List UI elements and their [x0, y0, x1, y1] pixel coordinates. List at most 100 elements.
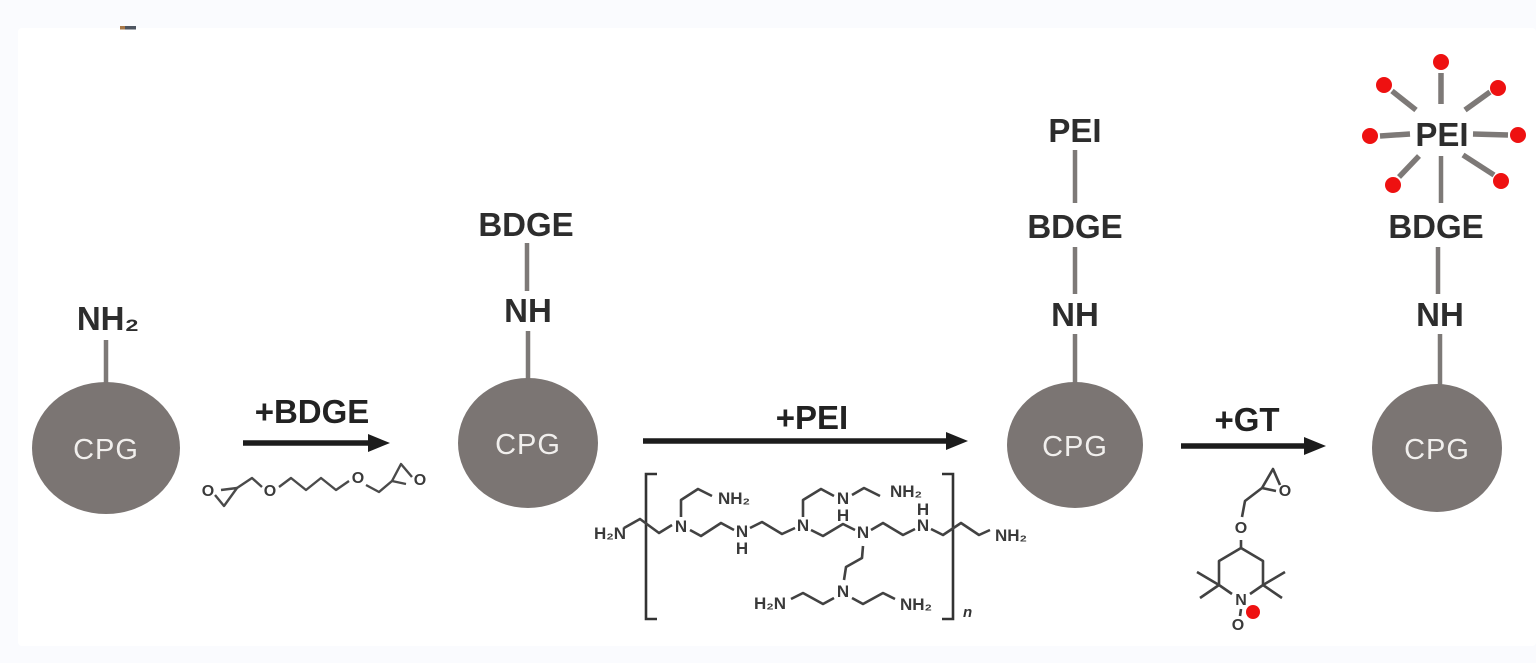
stage-1: NH₂ CPG: [32, 300, 180, 514]
stage4-pei-label: PEI: [1415, 116, 1468, 153]
pei-top-amine-label: NH₂: [890, 482, 922, 501]
bdge-epoxide-left: [214, 486, 239, 508]
gt-methyl-groups: [1196, 570, 1286, 600]
pei-radical-dot: [1376, 77, 1392, 93]
gt-n-o-bond: [1238, 608, 1243, 617]
pei-radical-spoke: [1379, 131, 1411, 139]
cpg-sphere-3: [1007, 382, 1143, 508]
arrow2-label: +PEI: [776, 399, 848, 436]
pei-radical-dot: [1493, 173, 1509, 189]
pei-nhright-h-label: H: [917, 500, 929, 519]
gt-n-label: N: [1235, 592, 1247, 609]
pei-radical-spoke: [1397, 154, 1421, 179]
pei-n5-label: N: [837, 582, 849, 601]
cpg-sphere-1: [32, 382, 180, 514]
bdge-o2-label: O: [264, 483, 276, 500]
pei-bottom-left-amine-label: H₂N: [754, 594, 786, 613]
pei-repeat-subscript: n: [963, 604, 972, 621]
reaction-arrow-3: +GT: [1181, 401, 1326, 455]
pei-chain-seg1: [623, 517, 673, 535]
stage3-pei-label: PEI: [1048, 112, 1101, 149]
pei-bottom-left-chain: [790, 591, 835, 606]
gt-epoxide-o-label: O: [1279, 483, 1291, 500]
pei-radical-star: [1362, 54, 1526, 193]
gt-ether-o-label: O: [1235, 520, 1247, 537]
pei-chain-seg6: [930, 521, 991, 537]
pei-radical-dot: [1385, 177, 1401, 193]
pei-bracket-left: [644, 472, 657, 621]
pei-radical-spoke: [1472, 131, 1509, 138]
pei-radical-dot: [1362, 128, 1378, 144]
bdge-ch2-right: [365, 480, 393, 494]
pei-chain-seg4: [810, 522, 856, 538]
gt-radical-o-label: O: [1232, 617, 1244, 634]
bdge-ch2-left: [236, 476, 263, 489]
pei-chain-seg3: [749, 520, 796, 536]
cpg-sphere-1-label: CPG: [73, 434, 139, 466]
pei-radical-dot: [1433, 54, 1449, 70]
pei-n4-label: N: [857, 523, 869, 542]
pei-nhtop-h-label: H: [837, 506, 849, 525]
pei-bracket-right: [942, 472, 955, 621]
pei-n2-label: N: [797, 516, 809, 535]
pei-radical-dot: [1490, 80, 1506, 96]
pei-bottom-right-chain: [851, 591, 896, 606]
stage4-nh-label: NH: [1416, 296, 1464, 333]
arrow1-head: [368, 434, 390, 452]
stage2-bdge-label: BDGE: [478, 206, 573, 243]
gt-radical-dot: [1246, 605, 1260, 619]
pei-bottom-right-amine-label: NH₂: [900, 595, 932, 614]
reaction-arrow-1: +BDGE: [243, 393, 390, 452]
pei-nh1-n-label: N: [736, 522, 748, 541]
arrow3-label: +GT: [1214, 401, 1279, 438]
bdge-o4-label: O: [414, 472, 426, 489]
stage-4: PEI BDGE NH CPG: [1362, 54, 1526, 512]
pei-branch1: [679, 487, 713, 517]
pei-branch-down: [842, 545, 865, 581]
arrow2-head: [946, 432, 968, 450]
cpg-sphere-2-label: CPG: [495, 429, 561, 461]
bdge-butyl-chain: [278, 476, 350, 492]
pei-chain-seg2: [689, 521, 735, 538]
pei-radical-spoke: [1461, 152, 1496, 178]
pei-left-amine-label: H₂N: [594, 524, 626, 543]
arrow3-head: [1304, 437, 1326, 455]
pei-molecule: n H₂N N NH₂ N H N N H NH₂ N N H NH₂ N H₂…: [594, 472, 1027, 621]
cpg-sphere-4: [1372, 384, 1502, 512]
stage-2: BDGE NH CPG: [458, 206, 598, 508]
bdge-epoxide-right: [390, 462, 413, 486]
stage1-amine-label: NH₂: [77, 300, 139, 337]
stage3-nh-label: NH: [1051, 296, 1099, 333]
bdge-o3-label: O: [352, 470, 364, 487]
gt-piperidine-ring: [1217, 546, 1265, 596]
pei-nhright-n-label: N: [917, 516, 929, 535]
pei-n1-label: N: [675, 517, 687, 536]
pei-branch2: [801, 487, 835, 517]
gt-epoxide-ring: [1260, 467, 1282, 493]
screenshot-artifact-dash: [120, 26, 136, 30]
reaction-arrow-2: +PEI: [643, 399, 968, 450]
cpg-sphere-3-label: CPG: [1042, 431, 1108, 463]
gt-ch2-linker: [1240, 486, 1263, 518]
stage4-bdge-label: BDGE: [1388, 208, 1483, 245]
pei-nh1-h-label: H: [736, 539, 748, 558]
arrow1-label: +BDGE: [255, 393, 370, 430]
stage2-nh-label: NH: [504, 292, 552, 329]
pei-radical-spoke: [1390, 88, 1418, 113]
pei-branch1-amine-label: NH₂: [718, 489, 750, 508]
stage3-bdge-label: BDGE: [1027, 208, 1122, 245]
pei-nhtop-n-label: N: [837, 489, 849, 508]
pei-right-amine-label: NH₂: [995, 526, 1027, 545]
figure-canvas: [18, 28, 1536, 646]
pei-branch2b: [851, 486, 881, 498]
pei-chain-seg5: [870, 521, 916, 537]
bdge-o1-label: O: [202, 483, 214, 500]
cpg-sphere-2: [458, 378, 598, 508]
pei-radical-dot: [1510, 127, 1526, 143]
gt-molecule: O O N O: [1196, 467, 1291, 634]
bdge-molecule: O O O O: [202, 462, 426, 508]
pei-radical-spoke: [1463, 89, 1492, 113]
stage-3: PEI BDGE NH CPG: [1007, 112, 1143, 508]
